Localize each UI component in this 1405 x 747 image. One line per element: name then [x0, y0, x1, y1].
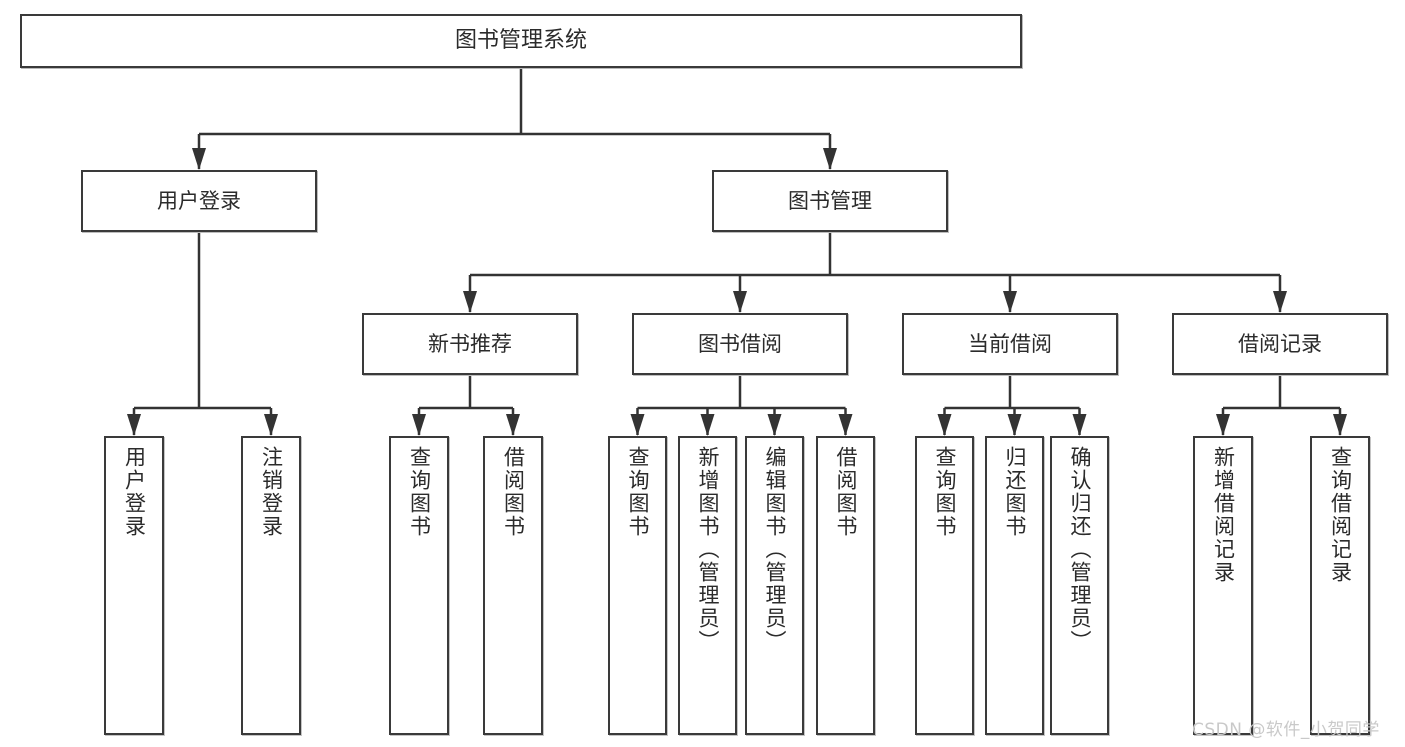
arrowhead-icon-l4: [506, 414, 520, 436]
node-current[interactable]: 当前借阅: [902, 313, 1118, 375]
node-l7[interactable]: 编辑图书（管理员）: [745, 436, 804, 735]
node-records[interactable]: 借阅记录: [1172, 313, 1388, 375]
node-label: 图书管理: [788, 188, 872, 213]
arrowhead-icon-l8: [838, 414, 853, 436]
node-label: 编辑图书（管理员）: [763, 446, 787, 653]
node-l13[interactable]: 查询借阅记录: [1310, 436, 1370, 735]
node-l11[interactable]: 确认归还（管理员）: [1050, 436, 1109, 735]
node-label: 当前借阅: [968, 331, 1052, 356]
node-l1[interactable]: 用户登录: [104, 436, 164, 735]
arrowhead-icon-current: [1003, 291, 1017, 313]
node-label: 用户登录: [122, 446, 147, 538]
node-l6[interactable]: 新增图书（管理员）: [678, 436, 737, 735]
arrowhead-icon-l12: [1216, 414, 1230, 436]
node-label: 查询图书: [407, 446, 432, 538]
arrowhead-icon-borrow: [733, 291, 747, 313]
node-bookmgmt[interactable]: 图书管理: [712, 170, 948, 232]
arrowhead-icon-l7: [767, 414, 782, 436]
node-label: 新增借阅记录: [1211, 446, 1236, 584]
node-l8[interactable]: 借阅图书: [816, 436, 875, 735]
arrowhead-icon-l13: [1333, 414, 1347, 436]
node-label: 图书管理系统: [454, 28, 587, 54]
node-label: 归还图书: [1003, 446, 1027, 538]
arrowhead-icon-bookmgmt: [823, 148, 837, 170]
node-label: 借阅图书: [501, 446, 526, 538]
arrowhead-icon-newbook: [463, 291, 477, 313]
node-label: 查询图书: [626, 446, 650, 538]
node-label: 确认归还（管理员）: [1068, 446, 1092, 653]
node-label: 借阅记录: [1238, 331, 1322, 356]
node-label: 新书推荐: [428, 331, 512, 356]
node-label: 注销登录: [259, 446, 284, 538]
arrowhead-icon-l2: [264, 414, 278, 436]
arrowhead-icon-login: [192, 148, 206, 170]
arrowhead-icon-l3: [412, 414, 426, 436]
node-root[interactable]: 图书管理系统: [20, 14, 1022, 68]
node-l2[interactable]: 注销登录: [241, 436, 301, 735]
arrowhead-icon-l5: [630, 414, 645, 436]
arrowhead-icon-l10: [1007, 414, 1022, 436]
arrowhead-icon-l1: [127, 414, 141, 436]
node-l12[interactable]: 新增借阅记录: [1193, 436, 1253, 735]
node-l3[interactable]: 查询图书: [389, 436, 449, 735]
node-label: 查询借阅记录: [1328, 446, 1353, 584]
node-l10[interactable]: 归还图书: [985, 436, 1044, 735]
node-label: 借阅图书: [834, 446, 858, 538]
node-l5[interactable]: 查询图书: [608, 436, 667, 735]
node-login[interactable]: 用户登录: [81, 170, 317, 232]
node-label: 用户登录: [157, 188, 241, 213]
arrowhead-icon-l9: [937, 414, 952, 436]
arrowhead-icon-l6: [700, 414, 715, 436]
arrowhead-icon-records: [1273, 291, 1287, 313]
arrowhead-icon-l11: [1072, 414, 1087, 436]
node-label: 查询图书: [933, 446, 957, 538]
node-l9[interactable]: 查询图书: [915, 436, 974, 735]
node-newbook[interactable]: 新书推荐: [362, 313, 578, 375]
node-label: 新增图书（管理员）: [696, 446, 720, 653]
node-l4[interactable]: 借阅图书: [483, 436, 543, 735]
node-label: 图书借阅: [698, 331, 782, 356]
node-borrow[interactable]: 图书借阅: [632, 313, 848, 375]
